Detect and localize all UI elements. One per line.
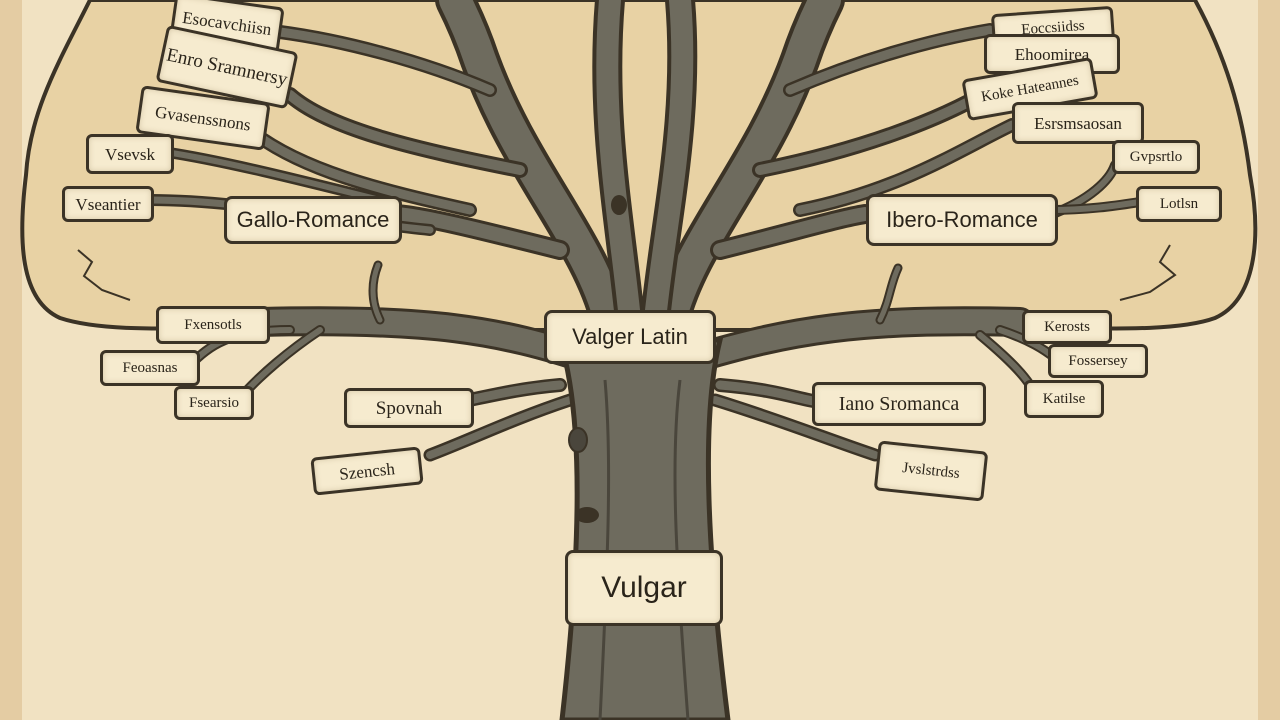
tree-trunk	[556, 337, 731, 720]
left-leaf: Vseantier	[62, 186, 154, 222]
left-leaf: Fsearsio	[174, 386, 254, 420]
left-leaf: Spovnah	[344, 388, 474, 428]
right-leaf: Katilse	[1024, 380, 1104, 418]
left-leaf: Feoasnas	[100, 350, 200, 386]
canopy-crack-left	[77, 249, 131, 301]
root-label: Vulgar	[565, 550, 723, 626]
right-leaf: Lotlsn	[1136, 186, 1222, 222]
left-leaf: Vsevsk	[86, 134, 174, 174]
right-leaf: Ehoomirea	[984, 34, 1120, 74]
lower-right-label: Iano Sromanca	[812, 382, 986, 426]
right-leaf: Fossersey	[1048, 344, 1148, 378]
trunk-bark-line	[598, 379, 611, 720]
branch-knot	[611, 195, 627, 215]
trunk-knot	[568, 427, 588, 453]
canopy-crack-right	[1119, 244, 1177, 301]
hub-label: Valger Latin	[544, 310, 716, 364]
trunk-knot	[575, 507, 599, 523]
parchment-edge-left	[0, 0, 22, 720]
right-leaf: Esrsmsaosan	[1012, 102, 1144, 144]
right-leaf: Kerosts	[1022, 310, 1112, 344]
right-group-label: Ibero-Romance	[866, 194, 1058, 246]
right-leaf: Gvpsrtlo	[1112, 140, 1200, 174]
left-group-label: Gallo-Romance	[224, 196, 402, 244]
parchment-edge-right	[1258, 0, 1280, 720]
trunk-bark-line	[673, 379, 690, 720]
left-leaf: Fxensotls	[156, 306, 270, 344]
